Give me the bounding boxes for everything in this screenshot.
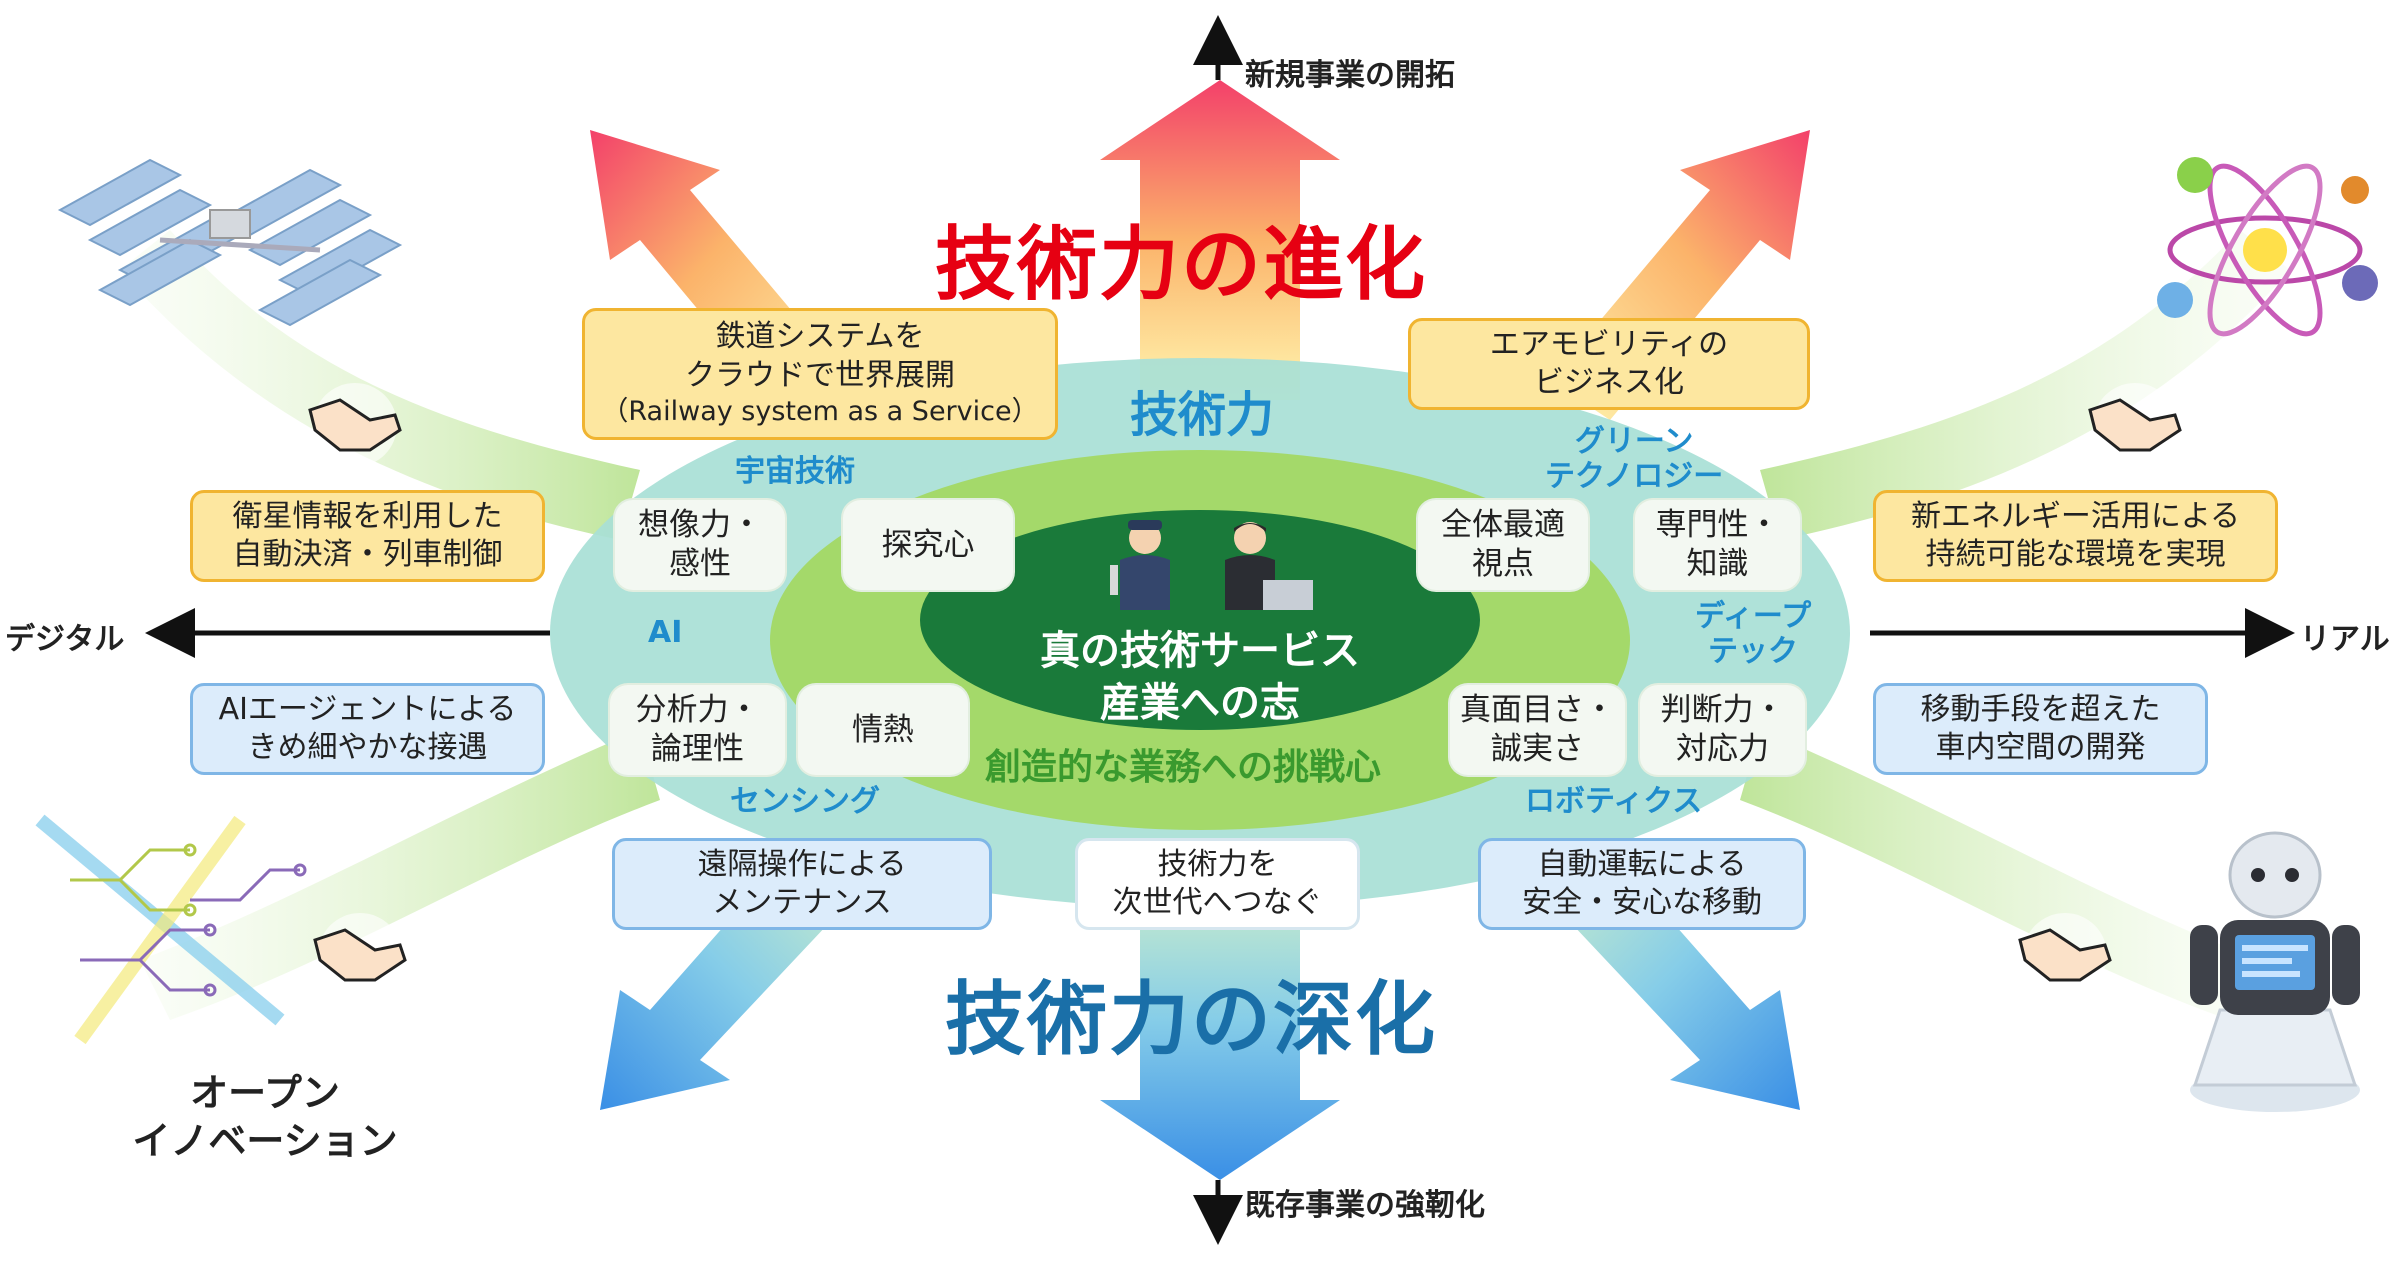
next-gen-l2: 次世代へつなぐ	[1112, 885, 1323, 920]
air-mobility-l2: ビジネス化	[1534, 365, 1684, 400]
tech-sensing: センシング	[730, 784, 880, 819]
satellite-l1: 衛星情報を利用した	[232, 498, 503, 534]
railway-cloud-l1: 鉄道システムを	[715, 319, 925, 355]
trait-analysis: 分析力・ 論理性	[610, 685, 785, 775]
trait-curiosity: 探究心	[843, 500, 1013, 590]
trait-judgment: 判断力・ 対応力	[1640, 685, 1805, 775]
trait-expertise-l1: 専門性・	[1655, 507, 1780, 544]
initiative-next-gen: 技術力を 次世代へつなぐ	[1075, 838, 1360, 930]
axis-bottom-label: 既存事業の強靭化	[1245, 1188, 1485, 1223]
trait-sincerity: 真面目さ・ 誠実さ	[1450, 685, 1625, 775]
trait-imagination-l2: 感性	[669, 546, 731, 582]
trait-sincerity-l2: 誠実さ	[1491, 731, 1584, 767]
open-innovation-l1: オープン	[190, 1071, 340, 1115]
initiative-cabin-space: 移動手段を超えた 車内空間の開発	[1873, 683, 2208, 775]
deepening-headline: 技術力の深化	[945, 973, 1437, 1066]
new-energy-l1: 新エネルギー活用による	[1910, 498, 2241, 534]
railway-cloud-l2: クラウドで世界展開	[685, 357, 955, 393]
core-text: 真の技術サービス 産業への志	[940, 625, 1460, 729]
tech-robotics: ロボティクス	[1525, 784, 1703, 819]
initiative-air-mobility: エアモビリティの ビジネス化	[1408, 318, 1810, 410]
businessman-icon	[1225, 522, 1313, 610]
trait-curiosity-l1: 探究心	[881, 526, 975, 563]
remote-ops-l2: メンテナンス	[712, 885, 892, 920]
satellite-l2: 自動決済・列車制御	[232, 537, 503, 572]
new-energy-l2: 持続可能な環境を実現	[1925, 537, 2226, 572]
initiative-autonomous: 自動運転による 安全・安心な移動	[1478, 838, 1806, 930]
initiative-satellite: 衛星情報を利用した 自動決済・列車制御	[190, 490, 545, 582]
trait-holistic-l1: 全体最適	[1441, 507, 1565, 544]
tech-green: グリーン テクノロジー	[1545, 424, 1724, 494]
trait-judgment-l1: 判断力・	[1660, 692, 1785, 729]
robot-icon	[2190, 831, 2360, 1112]
axis-right-label: リアル	[2300, 622, 2390, 657]
initiative-ai-agent: AIエージェントによる きめ細やかな接遇	[190, 683, 545, 775]
axis-top-label: 新規事業の開拓	[1245, 58, 1455, 93]
core-line2: 産業への志	[1100, 680, 1300, 726]
handshake-icon	[2018, 913, 2112, 997]
ring-title: 技術力	[1130, 387, 1275, 443]
ai-agent-l1: AIエージェントによる	[218, 691, 517, 727]
trait-holistic-l2: 視点	[1472, 546, 1534, 582]
trait-judgment-l2: 対応力	[1676, 731, 1769, 767]
trait-sincerity-l1: 真面目さ・	[1460, 692, 1615, 729]
initiative-railway-cloud: 鉄道システムを クラウドで世界展開 （Railway system as a S…	[582, 308, 1058, 440]
trait-expertise-l2: 知識	[1686, 546, 1749, 582]
remote-ops-l1: 遠隔操作による	[697, 846, 907, 882]
cabin-space-l2: 車内空間の開発	[1935, 730, 2146, 765]
trait-passion-l1: 情熱	[852, 711, 914, 748]
satellite-icon	[57, 158, 403, 327]
challenge-text: 創造的な業務への挑戦心	[985, 747, 1382, 788]
core-ellipse	[920, 510, 1480, 730]
tech-ai: AI	[648, 615, 683, 650]
trait-analysis-l2: 論理性	[651, 731, 744, 767]
tech-green-line1: グリーン	[1574, 424, 1694, 459]
circuit-icon	[35, 814, 307, 1045]
tech-space: 宇宙技術	[735, 454, 855, 489]
handshake-icon	[313, 913, 407, 997]
trait-imagination: 想像力・ 感性	[615, 500, 785, 590]
open-innovation-label: オープン イノベーション	[85, 1070, 445, 1165]
evolution-headline: 技術力の進化	[935, 218, 1427, 311]
cabin-space-l1: 移動手段を超えた	[1920, 691, 2161, 727]
collaboration-bands	[120, 230, 2290, 1020]
engineer-icon	[1110, 520, 1170, 610]
handshake-icon	[308, 383, 402, 467]
initiative-new-energy: 新エネルギー活用による 持続可能な環境を実現	[1873, 490, 2278, 582]
trait-holistic: 全体最適 視点	[1418, 500, 1588, 590]
tech-deeptech-line1: ディープ	[1695, 599, 1812, 634]
autonomous-l1: 自動運転による	[1537, 846, 1747, 882]
open-innovation-l2: イノベーション	[132, 1118, 398, 1163]
railway-cloud-l3: （Railway system as a Service）	[601, 396, 1039, 428]
atom-icon	[2157, 157, 2378, 337]
tech-deeptech: ディープ テック	[1695, 599, 1812, 669]
axis-left-label: デジタル	[5, 622, 125, 657]
air-mobility-l1: エアモビリティの	[1489, 326, 1729, 362]
core-line1: 真の技術サービス	[1040, 628, 1360, 674]
tech-deeptech-line2: テック	[1708, 633, 1799, 669]
next-gen-l1: 技術力を	[1157, 846, 1278, 882]
tech-green-line2: テクノロジー	[1545, 458, 1724, 494]
trait-imagination-l1: 想像力・	[638, 507, 762, 544]
trait-expertise: 専門性・ 知識	[1635, 500, 1800, 590]
trait-passion: 情熱	[798, 685, 968, 775]
ai-agent-l2: きめ細やかな接遇	[247, 730, 488, 765]
autonomous-l2: 安全・安心な移動	[1522, 885, 1762, 920]
handshake-icon	[2088, 383, 2182, 467]
initiative-remote-ops: 遠隔操作による メンテナンス	[612, 838, 992, 930]
trait-analysis-l1: 分析力・	[635, 692, 760, 729]
